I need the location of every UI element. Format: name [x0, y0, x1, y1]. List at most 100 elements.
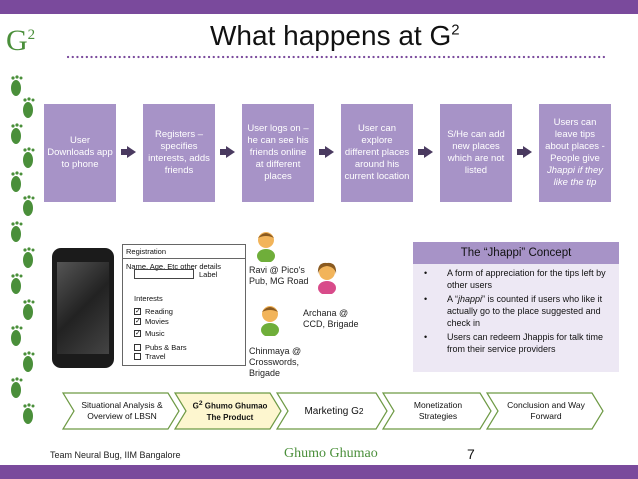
step-explore: User can explore different places around…	[341, 104, 413, 202]
checkbox-checked-icon: ✓	[134, 329, 141, 337]
interest-option-label: Music	[145, 328, 165, 338]
step-register: Registers – specifies interests, adds fr…	[143, 104, 215, 202]
registration-fields-label: Name, Age, Etc other details	[126, 262, 222, 271]
process-chevron-shape	[382, 392, 492, 430]
process-label-line1: Ghumo Ghumao	[202, 401, 268, 411]
arrow-right-icon	[220, 146, 235, 158]
concept-bullet: • A form of appreciation for the tips lef…	[417, 267, 615, 291]
footer-brand: Ghumo Ghumao	[284, 446, 378, 461]
concept-heading: The “Jhappi” Concept	[413, 242, 619, 264]
step-text: S/He can add new places which are not li…	[447, 129, 505, 176]
interest-option-label: Movies	[145, 316, 169, 326]
top-bar	[0, 0, 638, 14]
process-label-marketing: Marketing G	[304, 405, 359, 417]
concept-text-post: ” is counted if users who like it actual…	[447, 294, 603, 328]
friend-line: Pub, MG Road	[249, 276, 309, 286]
logo-superscript: 2	[27, 27, 36, 43]
step-text: Users can leave tips about places - Peop…	[542, 117, 608, 189]
step-log-on: User logs on – he can see his friends on…	[242, 104, 314, 202]
friend-line: CCD, Brigade	[303, 319, 359, 329]
logo: G2	[6, 24, 35, 58]
slide-title: What happens at G2	[210, 20, 460, 52]
slide-title-text: What happens at G	[210, 20, 452, 51]
arrow-right-icon	[418, 146, 433, 158]
interest-option: Travel	[134, 351, 166, 361]
arrow-right-icon	[517, 146, 532, 158]
checkbox-checked-icon: ✓	[134, 317, 141, 325]
bullet-icon: •	[424, 294, 428, 304]
checkbox-unchecked-icon	[134, 343, 141, 351]
page-number: 7	[467, 446, 475, 462]
step-text: User can explore different places around…	[344, 123, 410, 182]
step-leave-tips: Users can leave tips about places - Peop…	[539, 104, 611, 202]
concept-text-italic: jhappi	[458, 294, 483, 304]
concept-text-pre: A “	[447, 294, 459, 304]
interest-option-label: Travel	[145, 351, 166, 361]
concept-bullet-text: A “jhappi” is counted if users who like …	[447, 294, 602, 328]
interest-option: ✓ Reading	[134, 306, 173, 316]
concept-bullet: • A “jhappi” is counted if users who like…	[417, 293, 615, 329]
process-chevron-shape	[276, 392, 388, 430]
interest-option: Pubs & Bars	[134, 342, 187, 352]
interest-option: ✓ Movies	[134, 316, 169, 326]
step-text: User Downloads app to phone	[47, 135, 113, 170]
checkbox-unchecked-icon	[134, 352, 141, 360]
interest-option-label: Reading	[145, 306, 173, 316]
process-stage-conclusion: Conclusion and Way Forward	[507, 400, 585, 421]
bullet-icon: •	[424, 268, 428, 278]
interest-option-label: Pubs & Bars	[145, 342, 187, 352]
registration-form-mockup: Registration Name, Age, Etc other detail…	[122, 244, 246, 366]
bullet-icon: •	[424, 332, 428, 342]
checkbox-checked-icon: ✓	[134, 307, 141, 315]
friend-line: Ravi @ Pico's	[249, 265, 305, 275]
friend-line: Crosswords,	[249, 357, 300, 367]
process-stage-analysis: Situational Analysis & Overview of LBSN	[81, 400, 163, 421]
registration-input-box	[134, 269, 194, 279]
slide-title-superscript: 2	[451, 21, 460, 39]
dotted-divider	[66, 55, 606, 59]
concept-bullet: • Users can redeem Jhappis for talk time …	[417, 331, 615, 355]
interest-option: ✓ Music	[134, 328, 165, 338]
friend-line: Archana @	[303, 308, 349, 318]
step-text: Registers – specifies interests, adds fr…	[148, 129, 210, 176]
step-download-app: User Downloads app to phone	[44, 104, 116, 202]
process-chevron-active-shape	[174, 392, 282, 430]
process-label-sup: 2	[198, 399, 203, 407]
interests-label: Interests	[134, 294, 163, 303]
registration-box-label: Label	[199, 270, 218, 279]
arrow-right-icon	[319, 146, 334, 158]
footer-team-label: Team Neural Bug, IIM Bangalore	[50, 450, 181, 460]
friend-line: Chinmaya @	[249, 346, 302, 356]
step-text: User logs on – he can see his friends on…	[247, 123, 309, 182]
step-text-regular: Users can leave tips about places - Peop…	[545, 117, 605, 164]
process-label-line2: The Product	[206, 413, 254, 423]
friend-label-archana: Archana @CCD, Brigade	[303, 308, 359, 330]
arrow-right-icon	[121, 146, 136, 158]
process-stage-monetization: Monetization Strategies	[413, 400, 463, 421]
logo-text: G	[6, 24, 28, 57]
process-chevron-shape	[62, 392, 180, 430]
phone-screen	[57, 262, 109, 354]
friend-line: Brigade	[249, 368, 281, 378]
footprints-decoration	[11, 75, 35, 424]
person-icon	[317, 262, 337, 294]
step-text-italic: Jhappi if they like the tip	[547, 165, 603, 188]
process-label-sup: 2	[358, 405, 364, 416]
concept-bullet-text: Users can redeem Jhappis for talk time f…	[447, 332, 604, 354]
friend-label-chinmaya: Chinmaya @Crosswords,Brigade	[249, 346, 301, 379]
jhappi-concept-box: The “Jhappi” Concept • A form of apprecia…	[413, 242, 619, 372]
step-add-places: S/He can add new places which are not li…	[440, 104, 512, 202]
person-icon	[257, 232, 275, 262]
bottom-bar	[0, 465, 638, 479]
person-icon	[261, 306, 279, 336]
registration-heading: Registration	[123, 245, 245, 259]
concept-bullet-text: A form of appreciation for the tips left…	[447, 268, 606, 290]
process-label-g: G	[192, 401, 199, 411]
concept-list: • A form of appreciation for the tips lef…	[413, 264, 619, 360]
phone-image	[52, 248, 114, 368]
process-chevron-shape	[486, 392, 604, 430]
